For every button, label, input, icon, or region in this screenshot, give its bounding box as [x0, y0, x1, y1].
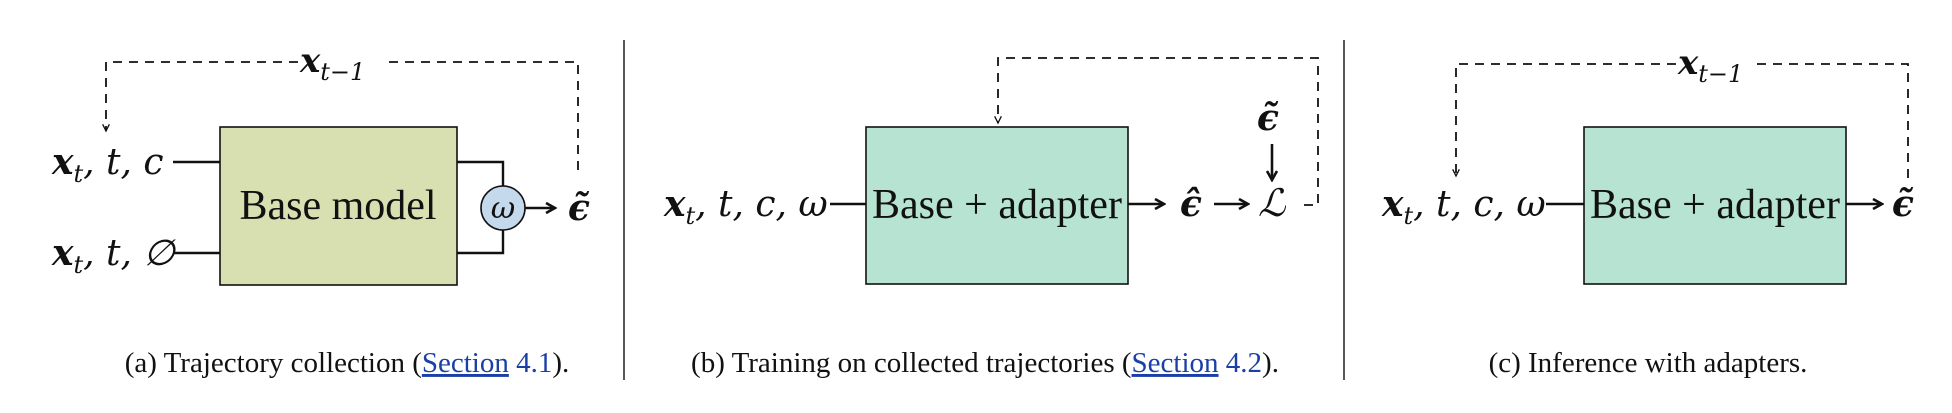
loss-symbol: ℒ: [1258, 181, 1287, 225]
caption-c: (c) Inference with adapters.: [1489, 347, 1808, 379]
input-c: xt, t, c, ω: [1381, 183, 1546, 230]
section-link-a[interactable]: Section: [422, 347, 509, 379]
input-bottom-a: xt, t, ∅: [51, 232, 176, 279]
section-link-b[interactable]: Section: [1132, 347, 1219, 379]
adapter-box-c: [1583, 126, 1847, 285]
panel-c: xt−1 xt, t, c, ω Base + adapter ϵ̃ (c) I…: [1381, 43, 1914, 379]
feedback-label-c: xt−1: [1677, 43, 1743, 88]
panel-b: xt, t, c, ω Base + adapter ϵ̂ ℒ ϵ̃ (b) T…: [663, 57, 1319, 379]
section-ref-a[interactable]: 4.1: [516, 347, 552, 379]
adapter-box-b: [865, 126, 1129, 285]
output-eps-a: ϵ̃: [568, 187, 590, 229]
feedback-label-a: xt−1: [299, 41, 365, 86]
feedback-loop-c: [1456, 63, 1909, 178]
base-model-box: [219, 126, 458, 286]
caption-a: (a) Trajectory collection (Section 4.1).: [125, 347, 570, 379]
output-eps-c: ϵ̃: [1892, 183, 1914, 225]
feedback-loop-b: [994, 57, 1319, 206]
merge-lines-a: [457, 160, 505, 255]
adapter-label-b: Base + adapter: [872, 182, 1122, 228]
base-model-label: Base model: [239, 183, 436, 229]
omega-label: ω: [491, 191, 515, 226]
eps-hat: ϵ̂: [1180, 183, 1202, 225]
section-ref-b[interactable]: 4.2: [1226, 347, 1262, 379]
target-eps: ϵ̃: [1257, 97, 1279, 139]
input-top-a: xt, t, c: [51, 141, 164, 188]
caption-b: (b) Training on collected trajectories (…: [691, 347, 1279, 379]
feedback-loop-a: [106, 61, 579, 170]
adapter-label-c: Base + adapter: [1590, 182, 1840, 228]
input-b: xt, t, c, ω: [663, 183, 828, 230]
panel-a: xt−1 xt, t, c xt, t, ∅ Base model ω ϵ̃ (…: [51, 41, 590, 379]
